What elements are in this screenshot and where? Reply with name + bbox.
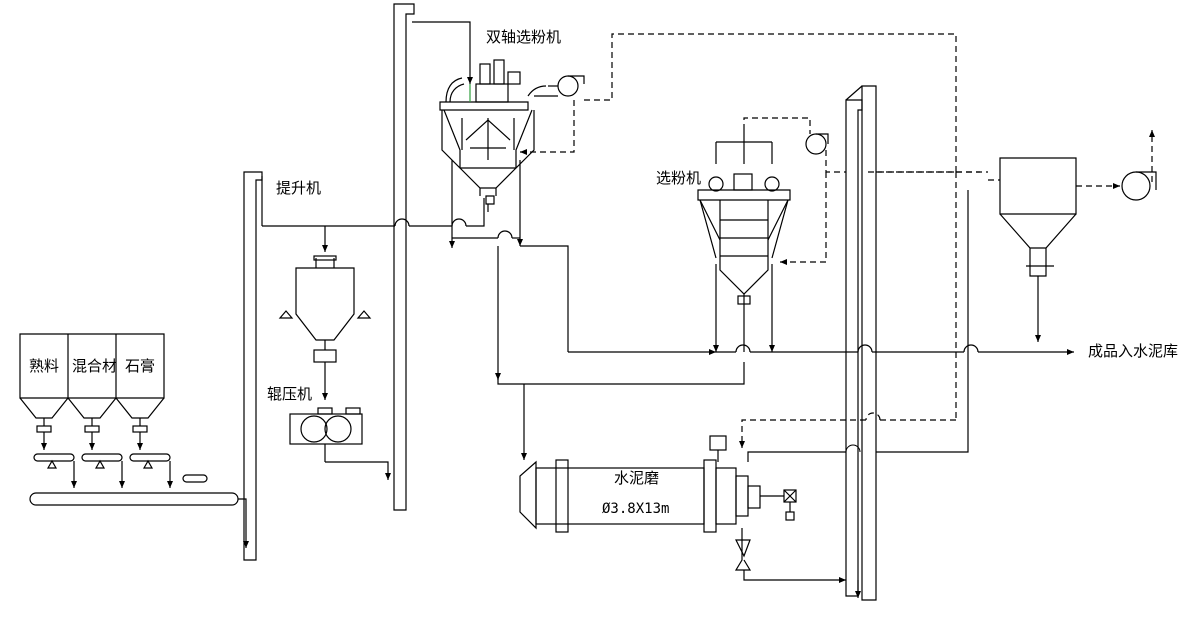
- elevator-3: [845, 85, 877, 601]
- mill-spec-label: Ø3.8X13m: [602, 501, 670, 517]
- elevator-label: 提升机: [276, 179, 322, 197]
- roller-press-system: [278, 226, 391, 480]
- separator-2: [697, 130, 791, 352]
- roller-left: [300, 415, 328, 443]
- product-to-silo-label: 成品入水泥库: [1088, 342, 1179, 360]
- bypass-line: [747, 190, 969, 462]
- cement-mill: [519, 435, 846, 583]
- roller-right: [324, 415, 352, 443]
- material-lines: [495, 246, 1074, 460]
- mixed-feeder: [84, 425, 100, 433]
- fan-1: [534, 75, 585, 97]
- raw-material-bins: [19, 333, 165, 450]
- air-duct-3: [956, 130, 1155, 189]
- fan-3: [1121, 171, 1157, 201]
- clinker-label: 熟料: [29, 357, 60, 375]
- feed-gate: [313, 349, 337, 363]
- twin-shaft-separator: [439, 59, 569, 352]
- mixed-material-label: 混合材: [72, 357, 118, 375]
- collecting-belt: [29, 492, 239, 506]
- gypsum-label: 石膏: [125, 357, 156, 375]
- twin-shaft-separator-label: 双轴选粉机: [486, 28, 562, 46]
- fan-2: [805, 133, 829, 155]
- iron-remover: [182, 474, 208, 483]
- air-duct-1: [520, 33, 957, 448]
- gypsum-feeder: [132, 425, 148, 433]
- bag-filter: [999, 157, 1077, 342]
- clinker-feeder: [36, 425, 52, 433]
- elevator-2: [393, 3, 473, 511]
- roller-press-label: 辊压机: [267, 385, 313, 403]
- elevator-1: [243, 171, 485, 561]
- belt-conveyors: [29, 453, 249, 548]
- cement-mill-label: 水泥磨: [614, 469, 660, 487]
- separator-label: 选粉机: [656, 169, 702, 187]
